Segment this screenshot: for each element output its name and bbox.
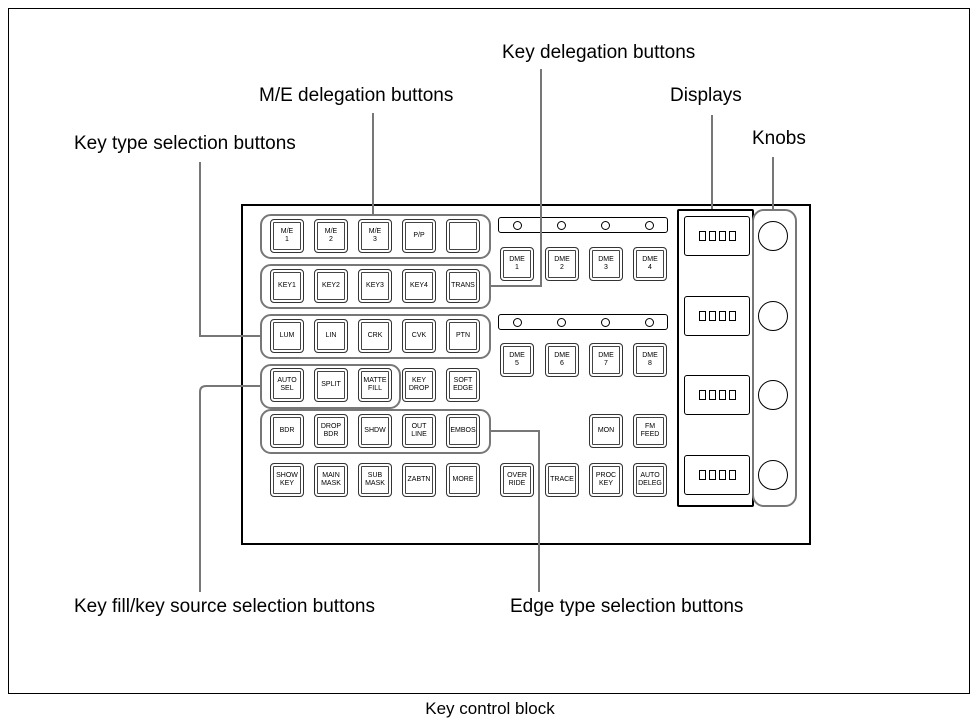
knob-3[interactable] — [758, 380, 788, 410]
key-button-5[interactable]: TRANS — [446, 269, 480, 303]
key-button-3[interactable]: KEY3 — [358, 269, 392, 303]
key-button-2[interactable]: KEY2 — [314, 269, 348, 303]
display-4 — [684, 455, 750, 495]
display-segment — [728, 390, 736, 400]
fill-button-2[interactable]: SPLIT — [314, 368, 348, 402]
display-1 — [684, 216, 750, 256]
display-segment — [698, 390, 706, 400]
fm-feed-button[interactable]: FM FEED — [633, 414, 667, 448]
fill-button-5[interactable]: SOFT EDGE — [446, 368, 480, 402]
right-bottom-button-1[interactable]: OVER RIDE — [500, 463, 534, 497]
type-button-5[interactable]: PTN — [446, 319, 480, 353]
right-bottom-button-4[interactable]: AUTO DELEG — [633, 463, 667, 497]
me-button-4[interactable]: P/P — [402, 219, 436, 253]
leader-key-delegation — [491, 69, 542, 287]
knobs-group — [752, 209, 797, 507]
edge-button-3[interactable]: SHDW — [358, 414, 392, 448]
display-segment — [698, 311, 706, 321]
edge-button-1[interactable]: BDR — [270, 414, 304, 448]
leader-edge-type — [491, 430, 540, 592]
key-button-4[interactable]: KEY4 — [402, 269, 436, 303]
me-button-1[interactable]: M/E 1 — [270, 219, 304, 253]
display-segment — [718, 390, 726, 400]
display-segment — [718, 311, 726, 321]
callout-edge-type: Edge type selection buttons — [510, 596, 744, 617]
figure-caption: Key control block — [425, 699, 555, 718]
led-indicator — [557, 221, 566, 230]
display-3 — [684, 375, 750, 415]
knob-2[interactable] — [758, 301, 788, 331]
me-delegation-group — [260, 214, 491, 259]
fill-button-1[interactable]: AUTO SEL — [270, 368, 304, 402]
led-bar-top — [498, 217, 668, 233]
led-indicator — [513, 221, 522, 230]
dme-button-5[interactable]: DME 5 — [500, 343, 534, 377]
led-indicator — [601, 221, 610, 230]
display-segment — [728, 231, 736, 241]
callout-displays: Displays — [670, 85, 742, 106]
key-delegation-group — [260, 264, 491, 309]
led-indicator — [601, 318, 610, 327]
knob-1[interactable] — [758, 221, 788, 251]
leader-key-fill — [199, 385, 260, 592]
dme-button-7[interactable]: DME 7 — [589, 343, 623, 377]
key-button-1[interactable]: KEY1 — [270, 269, 304, 303]
fill-button-3[interactable]: MATTE FILL — [358, 368, 392, 402]
edge-button-4[interactable]: OUT LINE — [402, 414, 436, 448]
display-segment — [728, 470, 736, 480]
display-2 — [684, 296, 750, 336]
display-segment — [708, 390, 716, 400]
key-type-group — [260, 314, 491, 359]
dme-button-8[interactable]: DME 8 — [633, 343, 667, 377]
dme-button-3[interactable]: DME 3 — [589, 247, 623, 281]
me-button-2[interactable]: M/E 2 — [314, 219, 348, 253]
dme-button-6[interactable]: DME 6 — [545, 343, 579, 377]
callout-key-delegation: Key delegation buttons — [502, 42, 696, 63]
right-bottom-button-2[interactable]: TRACE — [545, 463, 579, 497]
display-segment — [708, 231, 716, 241]
callout-me-delegation: M/E delegation buttons — [259, 85, 454, 106]
misc-button-2[interactable]: MAIN MASK — [314, 463, 348, 497]
misc-button-3[interactable]: SUB MASK — [358, 463, 392, 497]
dme-button-4[interactable]: DME 4 — [633, 247, 667, 281]
display-segment — [728, 311, 736, 321]
callout-knobs: Knobs — [752, 128, 806, 149]
key-fill-group — [260, 364, 401, 409]
display-segment — [708, 470, 716, 480]
led-bar-bottom — [498, 314, 668, 330]
right-bottom-button-3[interactable]: PROC KEY — [589, 463, 623, 497]
figure-frame — [8, 8, 970, 694]
me-button-3[interactable]: M/E 3 — [358, 219, 392, 253]
display-segment — [718, 470, 726, 480]
type-button-2[interactable]: LIN — [314, 319, 348, 353]
led-indicator — [645, 221, 654, 230]
edge-type-group — [260, 409, 491, 454]
led-indicator — [513, 318, 522, 327]
misc-button-1[interactable]: SHOW KEY — [270, 463, 304, 497]
led-indicator — [557, 318, 566, 327]
leader-key-type — [199, 162, 260, 337]
type-button-3[interactable]: CRK — [358, 319, 392, 353]
led-indicator — [645, 318, 654, 327]
mon-button[interactable]: MON — [589, 414, 623, 448]
display-segment — [698, 231, 706, 241]
display-segment — [708, 311, 716, 321]
dme-button-1[interactable]: DME 1 — [500, 247, 534, 281]
dme-button-2[interactable]: DME 2 — [545, 247, 579, 281]
type-button-1[interactable]: LUM — [270, 319, 304, 353]
edge-button-5[interactable]: EMBOS — [446, 414, 480, 448]
edge-button-2[interactable]: DROP BDR — [314, 414, 348, 448]
display-segment — [718, 231, 726, 241]
knob-4[interactable] — [758, 460, 788, 490]
type-button-4[interactable]: CVK — [402, 319, 436, 353]
me-button-5[interactable] — [446, 219, 480, 253]
callout-key-type: Key type selection buttons — [74, 133, 296, 154]
misc-button-4[interactable]: ZABTN — [402, 463, 436, 497]
callout-key-fill: Key fill/key source selection buttons — [74, 596, 375, 617]
display-segment — [698, 470, 706, 480]
misc-button-5[interactable]: MORE — [446, 463, 480, 497]
fill-button-4[interactable]: KEY DROP — [402, 368, 436, 402]
